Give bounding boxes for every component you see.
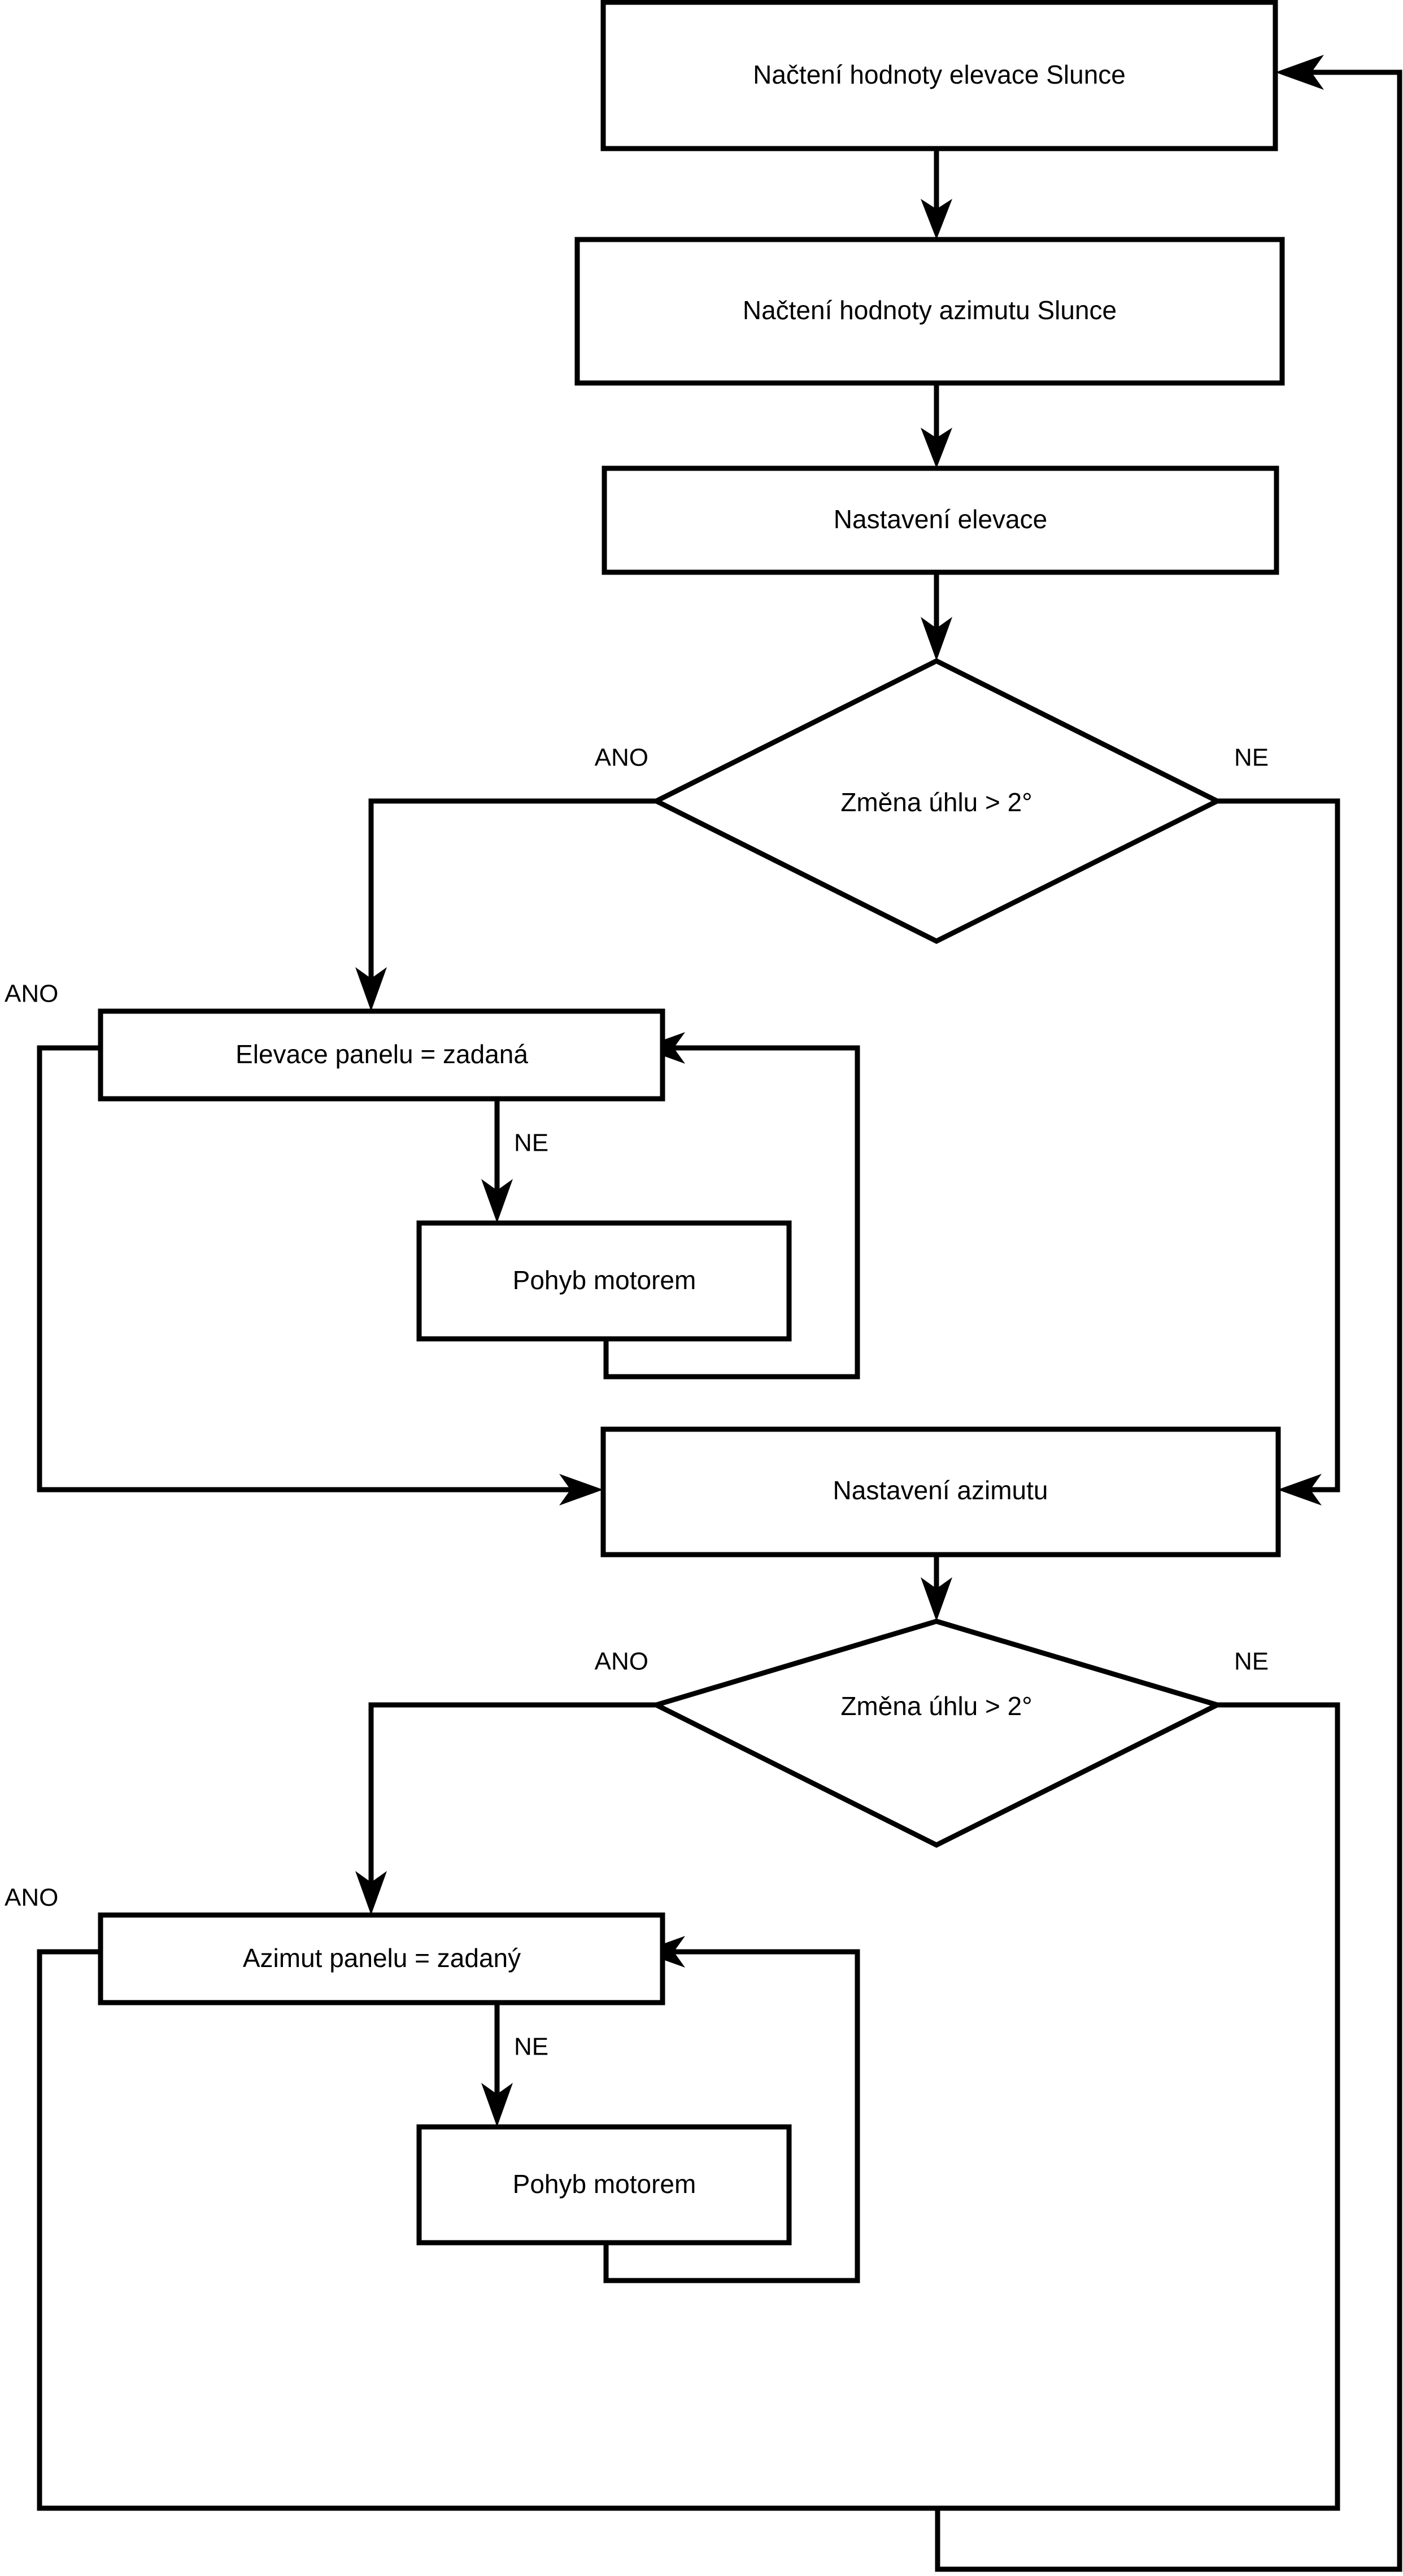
node-motor-move-azimuth[interactable]: Pohyb motorem [416,2124,792,2246]
edge-panel-azimuth-yes [37,1949,938,2511]
node-panel-azimuth-check-label: Azimut panelu = zadaný [243,1943,521,1973]
node-set-elevation-label: Nastavení elevace [834,504,1047,534]
edge-panel-elevation-no [481,1099,513,1223]
edge-global-loop-to-start [935,55,1402,2572]
edge-read-azimuth-to-set-elevation [921,383,952,468]
node-panel-azimuth-check[interactable]: Azimut panelu = zadaný [98,1912,665,2005]
node-panel-elevation-check[interactable]: Elevace panelu = zadaná [98,1008,665,1102]
node-set-azimuth-label: Nastavení azimutu [833,1476,1048,1505]
node-panel-elevation-check-label: Elevace panelu = zadaná [236,1039,528,1069]
edge-label-elevation-decision-yes: ANO [595,744,648,772]
edge-decision-elevation-yes [355,798,656,1011]
edge-label-elevation-panel-yes: ANO [5,980,58,1008]
node-read-elevation-label: Načtení hodnoty elevace Slunce [753,60,1126,89]
edge-label-azimuth-panel-yes: ANO [5,1884,58,1912]
edge-label-elevation-decision-no: NE [1234,744,1269,772]
edge-panel-elevation-yes [37,1045,603,1505]
node-motor-move-elevation[interactable]: Pohyb motorem [416,1220,792,1342]
node-set-elevation[interactable]: Nastavení elevace [602,465,1279,575]
edge-label-azimuth-decision-no: NE [1234,1648,1269,1676]
node-read-azimuth[interactable]: Načtení hodnoty azimutu Slunce [574,237,1285,386]
edge-decision-elevation-no [1217,798,1340,1505]
node-decision-azimuth[interactable]: Změna úhlu > 2° [649,1618,1225,1848]
edge-set-azimuth-to-decision-azimuth [921,1555,952,1621]
node-set-azimuth[interactable]: Nastavení azimutu [600,1426,1281,1557]
edge-label-elevation-panel-no: NE [514,1129,548,1157]
edge-read-elevation-to-read-azimuth [921,149,952,240]
node-decision-elevation[interactable]: Změna úhlu > 2° [650,658,1223,945]
node-decision-azimuth-label: Změna úhlu > 2° [840,1691,1032,1721]
edge-label-azimuth-decision-yes: ANO [595,1648,648,1676]
node-read-elevation[interactable]: Načtení hodnoty elevace Slunce [600,0,1278,151]
node-read-azimuth-label: Načtení hodnoty azimutu Slunce [743,295,1117,325]
edge-label-azimuth-panel-no: NE [514,2033,548,2061]
edge-decision-azimuth-yes [355,1702,656,1915]
node-motor-move-elevation-label: Pohyb motorem [513,1265,696,1295]
edge-panel-azimuth-no [481,2003,513,2127]
node-motor-move-azimuth-label: Pohyb motorem [513,2169,696,2199]
edge-decision-azimuth-no [938,1702,1340,2511]
node-decision-elevation-label: Změna úhlu > 2° [840,787,1032,817]
edge-set-elevation-to-decision-elevation [921,572,952,661]
